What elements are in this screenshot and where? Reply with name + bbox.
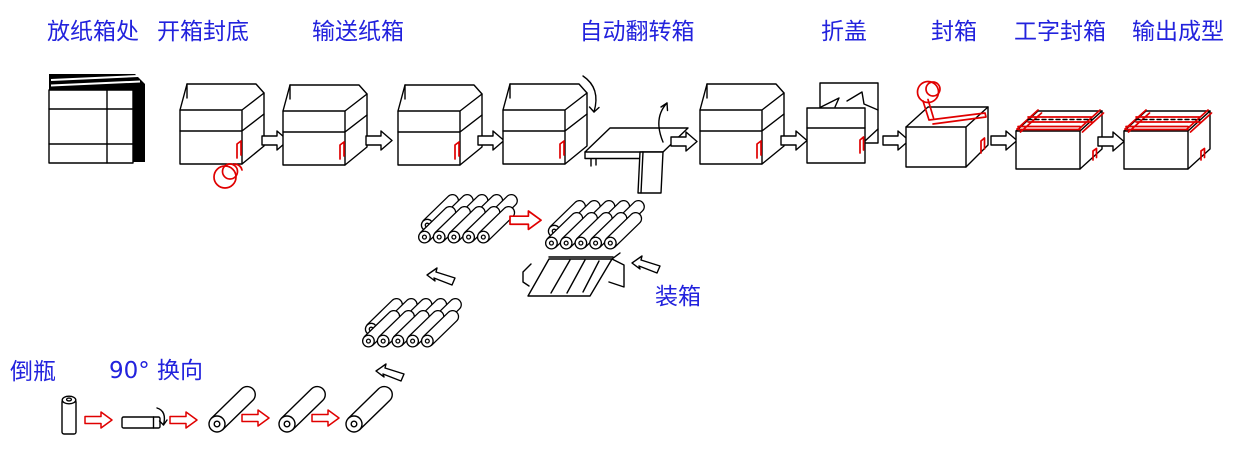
i-taped-carton-2 — [1123, 109, 1213, 170]
diagonal-bottle-1 — [208, 385, 256, 433]
red-flow-arrow-3 — [169, 411, 198, 429]
flat-carton-stack — [48, 74, 145, 164]
fold-flaps-carton — [806, 82, 879, 164]
up-arrow-2 — [426, 267, 456, 286]
flip-up-arrow — [658, 102, 669, 143]
bottle-group-1 — [419, 195, 518, 243]
taping-carton — [905, 80, 989, 168]
open-carton-2 — [282, 84, 368, 166]
label-convey-carton: 输送纸箱 — [312, 19, 404, 45]
label-output-formed: 输出成型 — [1132, 19, 1224, 45]
up-arrow-1 — [375, 363, 405, 382]
partition-tray — [522, 252, 625, 297]
bottle-group-3 — [363, 299, 462, 347]
tape-applicator-icon — [916, 80, 987, 125]
label-seal-box: 封箱 — [931, 19, 977, 45]
flow-arrow-6 — [882, 130, 910, 151]
label-carton-storage: 放纸箱处 — [47, 19, 139, 45]
flow-arrow-2 — [365, 130, 393, 151]
diagonal-bottle-3 — [345, 385, 393, 433]
flip-down-arrow — [582, 75, 600, 113]
tape-roll-icon — [213, 163, 243, 189]
label-packing: 装箱 — [655, 284, 701, 310]
flipped-carton — [584, 127, 689, 194]
vertical-bottle — [61, 395, 77, 435]
red-flow-arrow-5 — [311, 409, 340, 427]
label-fold-flaps: 折盖 — [821, 19, 867, 45]
open-carton-1 — [179, 83, 265, 189]
label-bottle-inverting: 倒瓶 — [10, 359, 56, 385]
diagonal-bottle-2 — [278, 385, 326, 433]
label-turn-90: 90° 换向 — [109, 358, 203, 384]
bottle-group-2 — [546, 201, 645, 249]
i-taped-carton-1 — [1015, 109, 1105, 170]
red-flow-arrow-2 — [84, 411, 113, 429]
red-flow-arrow-4 — [241, 409, 270, 427]
up-arrow-3 — [631, 255, 661, 274]
open-carton-5 — [699, 83, 785, 165]
open-carton-4 — [502, 83, 588, 165]
rotate-arrow — [156, 407, 168, 426]
label-auto-flip-box: 自动翻转箱 — [580, 19, 695, 45]
label-open-box-seal-bottom: 开箱封底 — [157, 19, 249, 45]
flow-arrow-5 — [780, 130, 808, 151]
horizontal-bottle — [121, 416, 161, 429]
label-i-shape-taping: 工字封箱 — [1014, 19, 1106, 45]
open-carton-3 — [397, 84, 483, 166]
flow-arrow-7 — [990, 130, 1018, 151]
